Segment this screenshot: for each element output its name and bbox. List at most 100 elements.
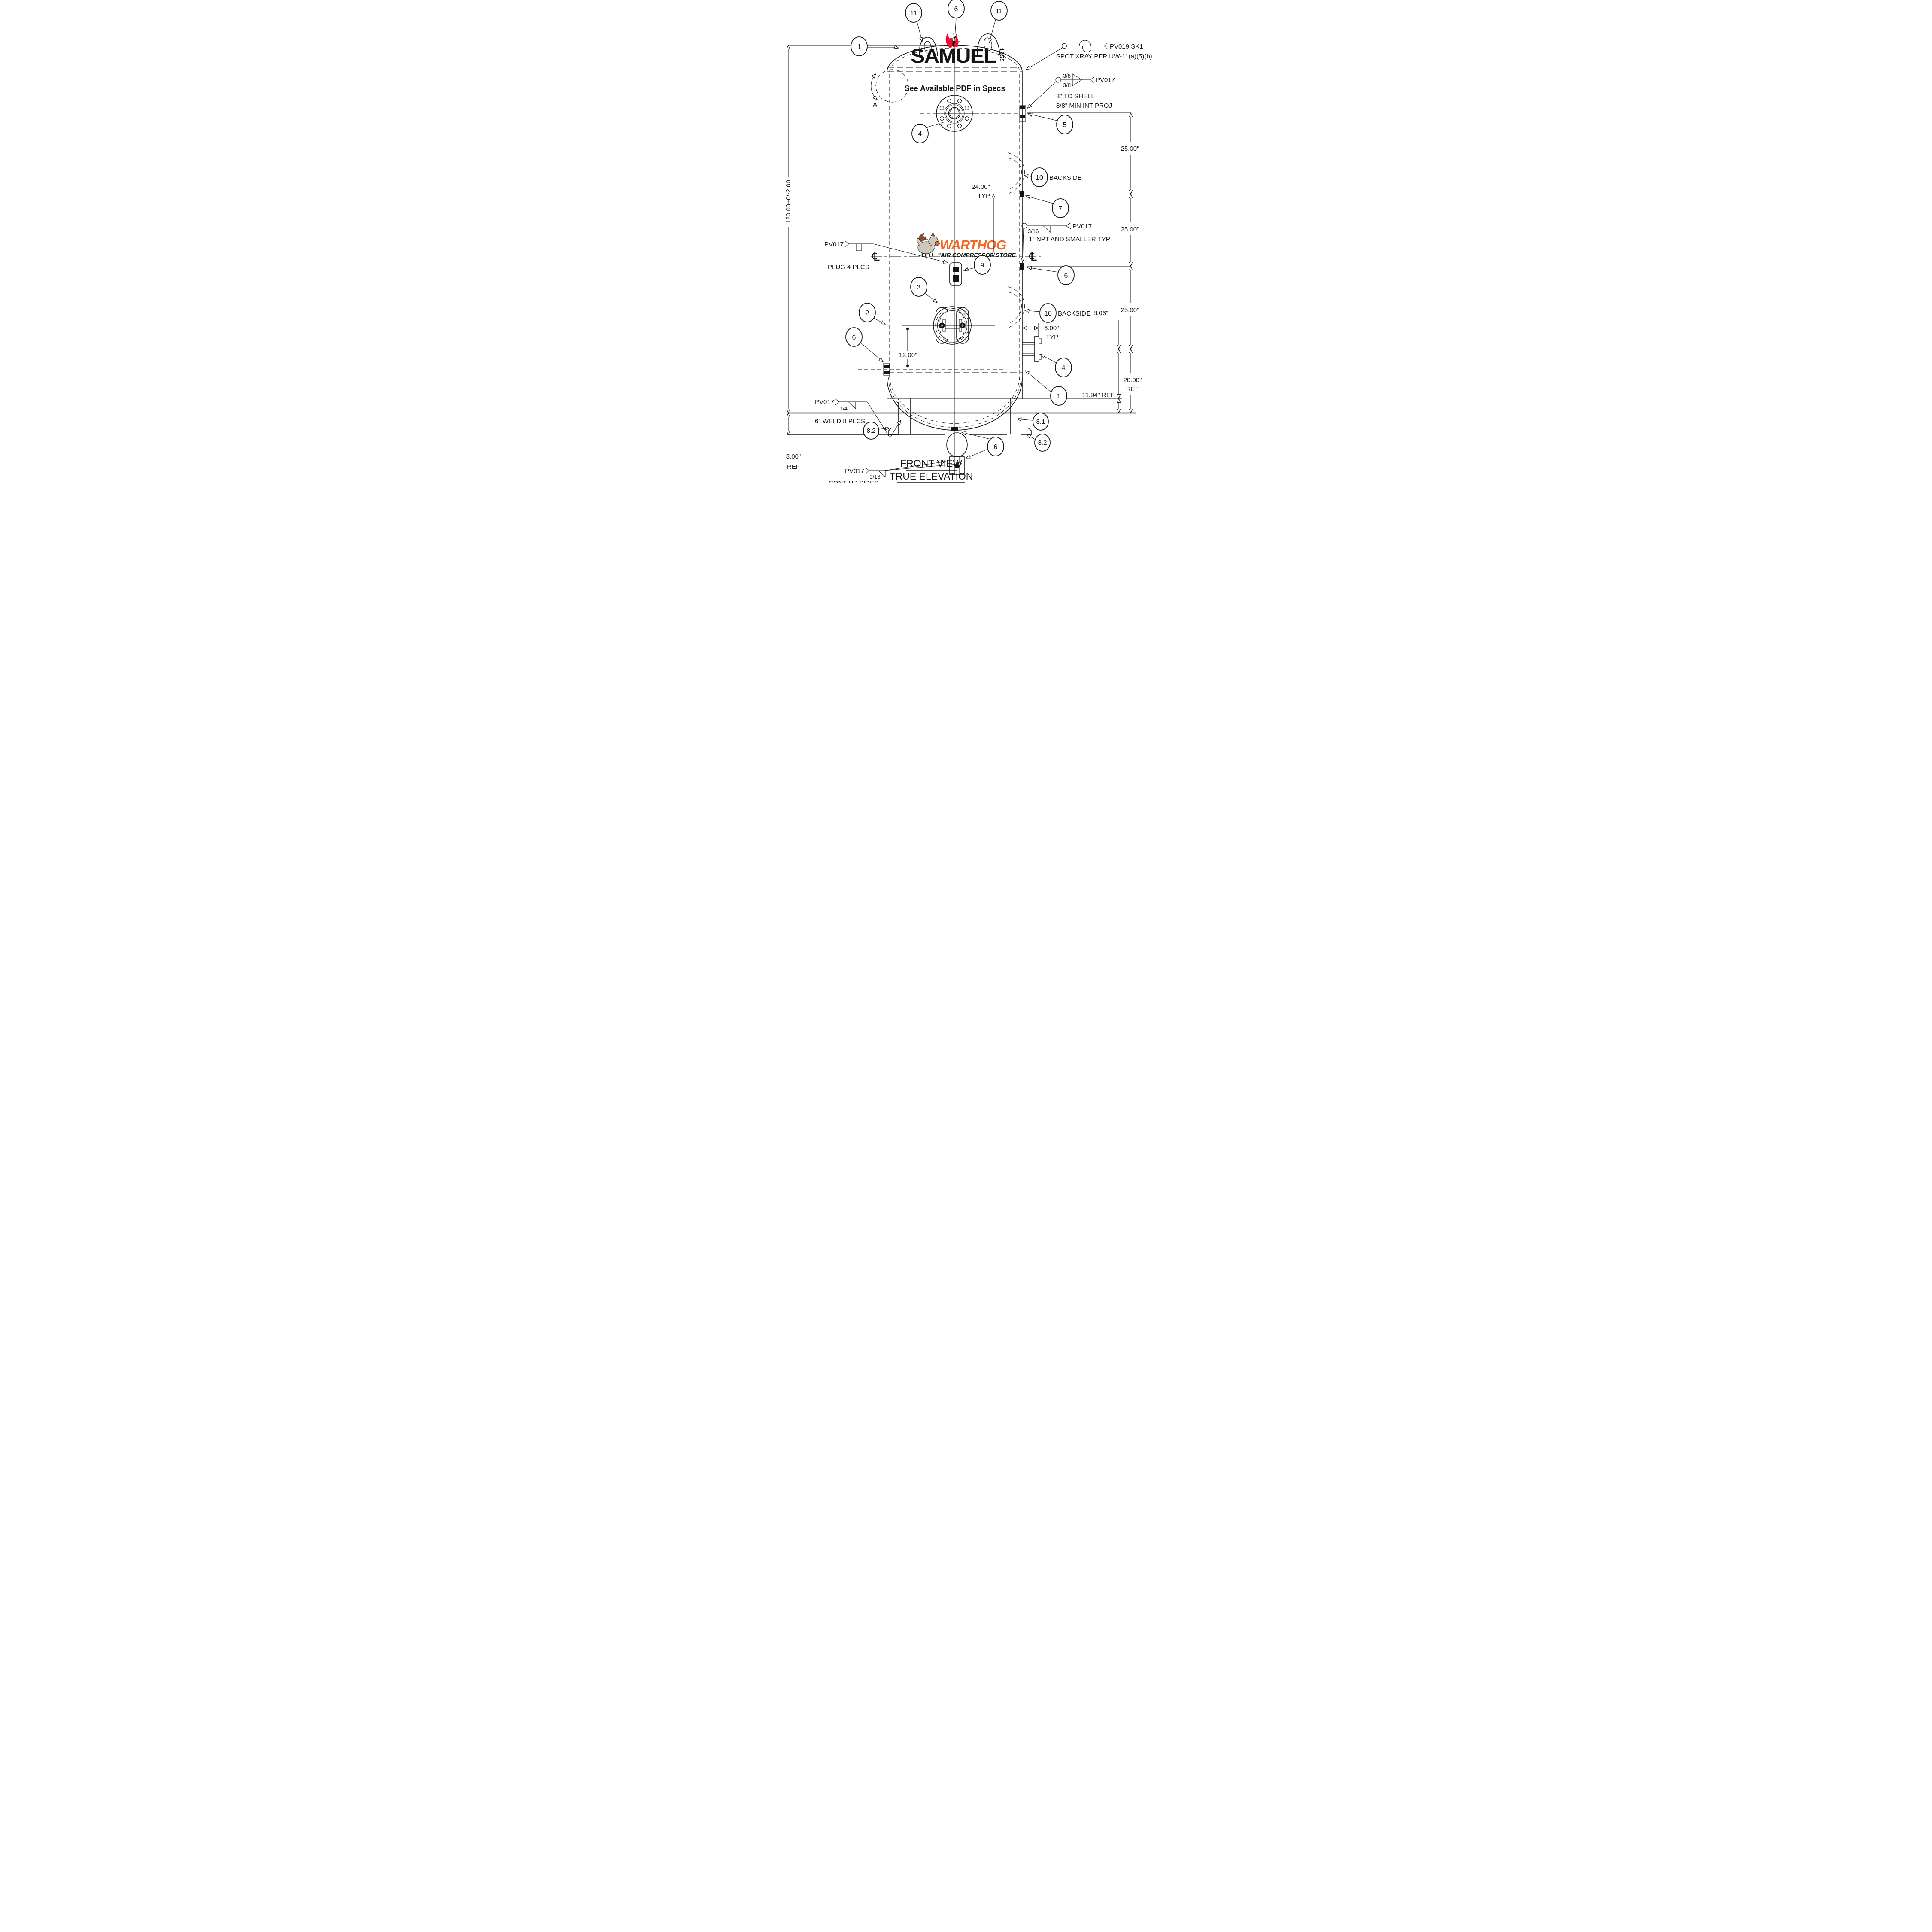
balloon-11-left-label: 11	[910, 10, 917, 17]
balloon-4-top-label: 4	[918, 131, 922, 138]
note-plug: PLUG 4 PLCS	[828, 264, 869, 271]
note-weld6: 6" WELD 8 PLCS	[815, 418, 865, 425]
weld-14-size: 1/4	[839, 405, 847, 412]
weld-316b-size: 3/16	[869, 474, 880, 480]
coupling-5	[1019, 105, 1026, 122]
dim-overall-height: 120.00+0/-2.00	[785, 45, 942, 413]
balloon-6-right: 6	[1027, 265, 1075, 285]
dim-right-column: 25.00" 25.00" 25.00"	[987, 113, 1139, 349]
mid-section-line: ℄ ℄	[870, 250, 1041, 264]
balloon-10-upper: 10 BACKSIDE	[1024, 167, 1081, 187]
dim-12: 12.00"	[896, 327, 919, 368]
support-legs	[887, 398, 1032, 435]
balloon-6-bottom-label: 6	[993, 444, 997, 451]
balloon-4-top: 4	[911, 122, 943, 143]
mascot-snout	[934, 241, 940, 246]
right-foot-pad	[1021, 428, 1032, 435]
coupling-6-right	[1020, 263, 1024, 270]
bottom-head-inner-dashed-1	[887, 376, 1021, 428]
dim-6-label: 6.00"	[1044, 325, 1059, 332]
balloon-6-top-label: 6	[954, 6, 958, 13]
balloon-3: 3	[910, 277, 937, 303]
dim-1194-label: 11.94" REF	[1082, 392, 1115, 399]
tank-outline	[886, 38, 1122, 475]
dim-8-label: 8.00"	[786, 453, 801, 460]
dim-20-ref: REF	[1126, 386, 1139, 393]
warthog-mascot-icon	[916, 232, 940, 257]
view-title: FRONT VIEW TRUE ELEVATION	[889, 458, 973, 483]
dim-806-label: 8.06"	[1093, 310, 1108, 317]
balloon-1-bottom: 1	[1025, 371, 1067, 406]
balloon-2: 2	[858, 303, 885, 324]
warthog-tagline: AIR COMPRESSOR STORE	[940, 252, 1016, 258]
manway	[901, 306, 995, 345]
weld-38-top: 3/8	[1063, 73, 1070, 79]
note-npt-typ: 1" NPT AND SMALLER TYP	[1029, 236, 1110, 243]
dim-6-typ: TYP	[1046, 334, 1058, 341]
mascot-ear	[930, 232, 935, 237]
dim-20: 20.00" REF	[1123, 349, 1142, 413]
weld-14-ref: PV017	[814, 398, 834, 406]
dim-8-ref: REF	[787, 463, 800, 471]
weld-callout-316-right: 3/16 PV017 1" NPT AND SMALLER TYP	[1022, 222, 1110, 262]
spot-xray-note: SPOT XRAY PER UW-11(a)(5)(b)	[1056, 53, 1152, 60]
weld-38-ref: PV017	[1096, 76, 1115, 84]
balloon-3-label: 3	[917, 284, 920, 291]
balloon-81-label: 8.1	[1036, 418, 1045, 425]
dim-24-label: 24.00"	[972, 183, 990, 191]
balloon-5-label: 5	[1063, 122, 1066, 129]
note-backside-lower: BACKSIDE	[1058, 310, 1091, 317]
title-elevation: TRUE ELEVATION	[889, 471, 973, 482]
balloon-6-top: 6	[947, 0, 965, 38]
mascot-arm	[916, 237, 920, 246]
balloon-82-left-label: 8.2	[866, 427, 875, 434]
balloon-9-label: 9	[980, 262, 984, 269]
weld-316b-ref: PV017	[844, 468, 864, 475]
balloon-9: 9	[964, 255, 991, 275]
detail-a-label: A	[872, 101, 878, 109]
top-head-inner-dashed	[889, 48, 1020, 73]
balloon-6-right-label: 6	[1064, 272, 1068, 279]
weld-callout-pv019: PV019 SK1 SPOT XRAY PER UW-11(a)(5)(b)	[1026, 40, 1152, 70]
plug-fitting-9	[949, 262, 962, 286]
dim-25-3: 25.00"	[1121, 307, 1139, 314]
drain-ball	[946, 432, 968, 457]
dim-24-typ: TYP	[977, 192, 990, 200]
dim-12-label: 12.00"	[899, 352, 917, 359]
backside-pipe-upper	[1008, 152, 1025, 194]
spot-xray-ref: PV019 SK1	[1110, 43, 1143, 50]
dim-806-1194: 8.06" 11.94" REF	[1082, 310, 1119, 413]
dim-24: 24.00" TYP	[972, 183, 993, 256]
weld-316-ref: PV017	[1072, 223, 1092, 230]
lifting-lug-left	[919, 37, 938, 60]
dim-120-label: 120.00+0/-2.00	[785, 180, 792, 223]
balloon-5: 5	[1028, 114, 1073, 134]
mascot-eye	[932, 239, 933, 241]
bottom-nozzle	[951, 427, 958, 431]
warthog-wordmark: WARTHOG	[940, 237, 1006, 252]
drain-block	[949, 456, 965, 475]
balloon-1-top-label: 1	[857, 43, 861, 51]
samuel-wordmark: SAMUEL	[911, 45, 996, 67]
note-to-shell: 3" TO SHELL	[1056, 93, 1095, 100]
backside-pipe-lower	[1008, 286, 1025, 328]
mascot-mane	[918, 233, 928, 243]
detail-a-marker: A	[870, 69, 909, 109]
centerline-symbol-right: ℄	[1029, 250, 1037, 264]
weld-38-bottom: 3/8	[1063, 82, 1070, 88]
bottom-head-inner-dashed-2	[889, 375, 1020, 424]
balloon-11-right: 11	[989, 1, 1008, 43]
drawing-page: SAMUEL 1855 See Available PDF in Specs A	[724, 0, 1208, 483]
balloon-6-left-label: 6	[852, 334, 856, 341]
centerline-symbol-left: ℄	[872, 250, 880, 264]
balloon-6-bottom: 6	[962, 432, 1004, 458]
dim-20-label: 20.00"	[1123, 377, 1142, 384]
dim-25-1: 25.00"	[1121, 145, 1139, 152]
note-min-proj: 3/8" MIN INT PROJ	[1056, 102, 1112, 109]
samuel-flame-icon	[945, 33, 953, 48]
balloon-4-bottom-label: 4	[1061, 365, 1065, 372]
weld-plug-ref: PV017	[824, 241, 843, 248]
balloon-82-right-label: 8.2	[1038, 439, 1047, 447]
balloon-1-bottom-label: 1	[1057, 393, 1060, 400]
note-cont-1: CONT UP SIDES	[829, 480, 878, 483]
